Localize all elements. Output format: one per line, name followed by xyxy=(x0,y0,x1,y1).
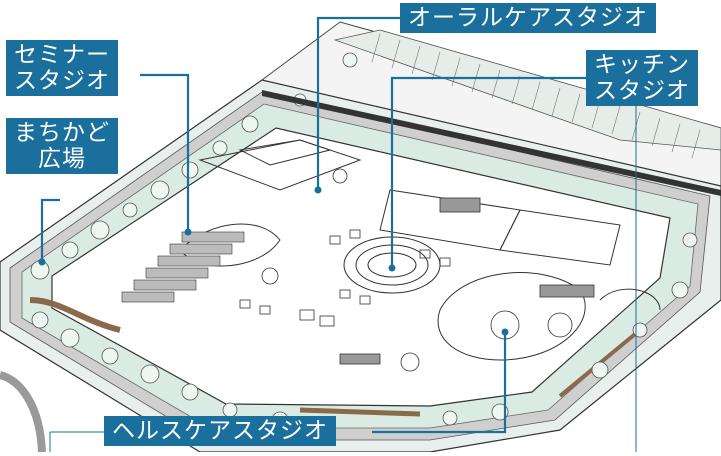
rooms xyxy=(179,139,661,361)
site-slab xyxy=(0,79,721,453)
planting-circles xyxy=(30,52,698,429)
leader-lines xyxy=(40,16,637,452)
corridor xyxy=(262,90,721,196)
label-seminar-studio: セミナー スタジオ xyxy=(6,40,118,96)
leader-dots xyxy=(38,186,509,336)
label-machikado-plaza: まちかど 広場 xyxy=(6,118,118,174)
label-kitchen-studio: キッチン スタジオ xyxy=(586,50,698,106)
label-health-care-studio: ヘルスケアスタジオ xyxy=(104,416,336,446)
label-oral-care-studio: オーラルケアスタジオ xyxy=(400,3,656,33)
furniture xyxy=(239,168,595,372)
decorative-arc xyxy=(0,371,46,453)
seminar-seats xyxy=(121,231,245,303)
